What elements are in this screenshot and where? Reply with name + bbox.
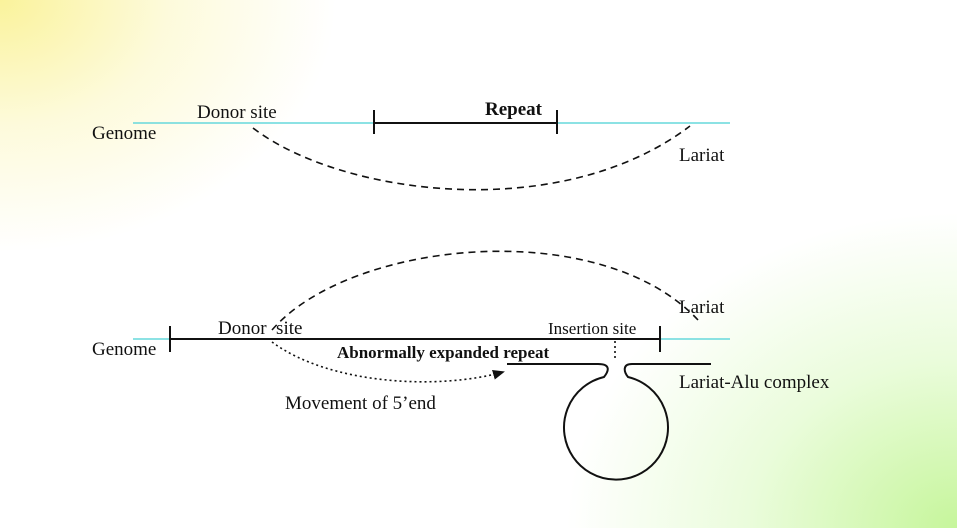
bottom-lariat-dashed-arc — [271, 250, 699, 331]
top-genome-label: Genome — [92, 123, 157, 144]
expanded-repeat-label: Abnormally expanded repeat — [337, 343, 550, 362]
top-repeat-label: Repeat — [485, 99, 542, 120]
bottom-donor-site-label: Donor site — [218, 318, 303, 339]
movement-dotted-arrow — [271, 341, 505, 383]
top-lariat-dashed-arc — [252, 125, 691, 191]
lariat-alu-complex-label: Lariat-Alu complex — [679, 372, 830, 393]
movement-label: Movement of 5’end — [285, 393, 436, 414]
bottom-lariat-label: Lariat — [679, 297, 725, 318]
lariat-alu-loop — [563, 363, 669, 481]
bottom-genome-label: Genome — [92, 339, 157, 360]
top-lariat-label: Lariat — [679, 145, 725, 166]
top-donor-site-label: Donor site — [197, 102, 277, 123]
insertion-site-label: Insertion site — [546, 319, 639, 338]
